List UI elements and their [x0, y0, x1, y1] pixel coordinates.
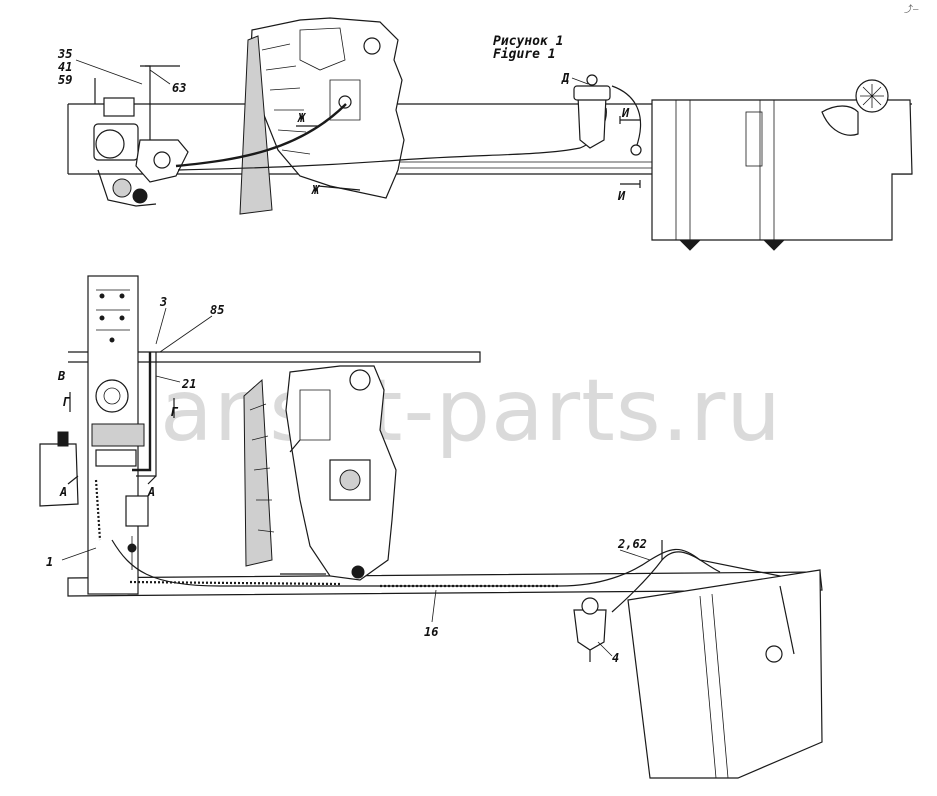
- engine-block-top: [249, 17, 405, 199]
- callout-35: 35: [57, 47, 72, 61]
- fuel-line-top-a: [175, 103, 347, 168]
- fuel-line-bottom-u: [132, 352, 152, 472]
- fuel-filter-4: [573, 609, 607, 651]
- callout-d: Д: [561, 71, 570, 85]
- fuel-line-bottom-main: [111, 539, 801, 587]
- callout-i-2: И: [617, 189, 626, 203]
- bottom-view: 3 85 21 В Г Г А А 1 16 2,62 4: [39, 275, 823, 779]
- radiator-fan-bottom: [243, 378, 273, 567]
- top-view: Рисунок 1 Figure 1 35 41 59 63 Ж Ж Д И И: [57, 17, 913, 251]
- callout-i-1: И: [621, 106, 630, 120]
- tank-strap-bottom: [699, 593, 729, 779]
- callout-a-1: А: [59, 485, 67, 499]
- figure-title-en: Figure 1: [493, 47, 556, 62]
- callout-zh-2: Ж: [311, 183, 320, 197]
- callout-3: 3: [159, 295, 167, 309]
- corner-mark: ⤴—: [904, 3, 919, 15]
- callout-41: 41: [58, 60, 72, 74]
- fuel-tank-bottom: [627, 569, 823, 779]
- figure-title-ru: Рисунок 1: [493, 34, 563, 49]
- fuel-line-top-c: [611, 85, 642, 149]
- callout-85: 85: [210, 303, 224, 317]
- pump-housing: [95, 379, 129, 413]
- side-bracket-left: [39, 443, 79, 507]
- callout-1: 1: [46, 555, 53, 569]
- callout-21: 21: [181, 377, 196, 391]
- callout-63: 63: [172, 81, 186, 95]
- tank-cap-bottom: [765, 645, 783, 663]
- frame-rail-bottom-lower: [67, 571, 823, 597]
- callout-4: 4: [612, 651, 619, 665]
- frame-rail-bottom-upper: [68, 351, 481, 363]
- callout-16: 16: [424, 625, 438, 639]
- callout-g-2: Г: [170, 405, 179, 419]
- callout-v: В: [57, 369, 65, 383]
- callout-zh-1: Ж: [297, 111, 306, 125]
- callout-g-1: Г: [62, 395, 71, 409]
- fuel-tank-top: [651, 99, 913, 241]
- callout-59: 59: [58, 73, 72, 87]
- callout-a-2: А: [147, 485, 155, 499]
- fuel-filter-d: [577, 95, 607, 149]
- callout-2-62: 2,62: [617, 537, 647, 551]
